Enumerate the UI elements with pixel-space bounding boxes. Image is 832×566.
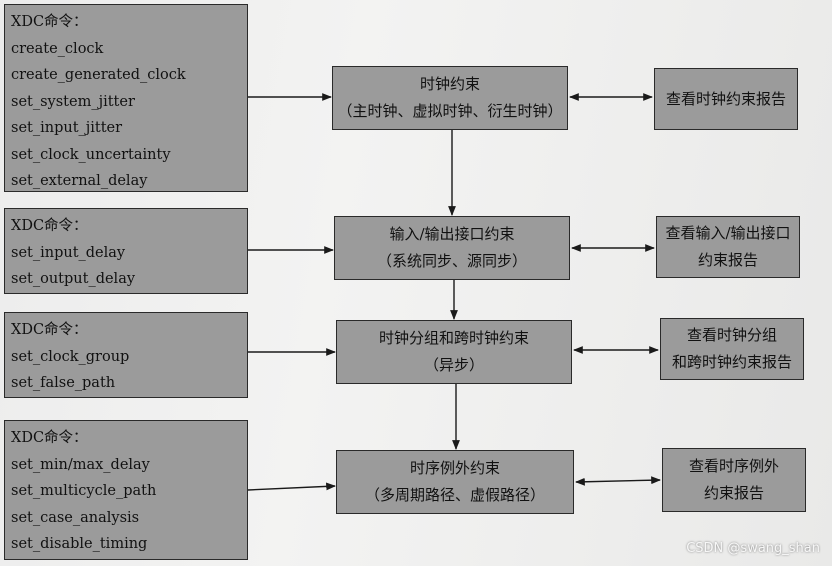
xdc-command: set_clock_uncertainty: [11, 146, 171, 163]
report-label: 查看输入/输出接口: [665, 224, 791, 242]
xdc-command: set_input_jitter: [11, 120, 123, 136]
report-box-exceptions: 查看时序例外 约束报告: [662, 448, 806, 512]
xdc-command: set_false_path: [11, 375, 116, 391]
xdc-title: XDC命令：: [11, 322, 88, 338]
xdc-title: XDC命令：: [11, 430, 88, 446]
xdc-command: set_clock_group: [11, 348, 130, 365]
xdc-command: set_external_delay: [11, 173, 148, 189]
constraint-box-exceptions: 时序例外约束 （多周期路径、虚假路径）: [336, 450, 574, 514]
xdc-box-clock: XDC命令： create_clock create_generated_clo…: [4, 4, 248, 192]
constraint-title: 时钟分组和跨时钟约束: [378, 329, 529, 347]
constraint-title: 输入/输出接口约束: [389, 225, 515, 243]
report-label: 查看时钟分组: [686, 326, 777, 344]
arrow-exceptions-report: [575, 476, 661, 486]
report-label: 约束报告: [703, 484, 764, 502]
xdc-box-clock-group: XDC命令： set_clock_group set_false_path: [4, 312, 248, 398]
report-label: 和跨时钟约束报告: [671, 353, 792, 371]
constraint-box-clock: 时钟约束 （主时钟、虚拟时钟、衍生时钟）: [332, 66, 568, 130]
arrow-xdc-to-exceptions: [247, 482, 336, 491]
xdc-command: set_disable_timing: [11, 536, 148, 552]
xdc-command: create_generated_clock: [11, 67, 186, 83]
constraint-box-io: 输入/输出接口约束 （系统同步、源同步）: [334, 216, 570, 280]
report-box-io: 查看输入/输出接口 约束报告: [656, 216, 800, 278]
constraint-subtitle: （异步）: [423, 356, 484, 374]
constraint-subtitle: （多周期路径、虚假路径）: [364, 486, 545, 504]
xdc-title: XDC命令：: [11, 14, 88, 30]
xdc-command: set_min/max_delay: [11, 456, 150, 473]
report-label: 约束报告: [697, 251, 758, 269]
xdc-command: set_multicycle_path: [11, 483, 157, 499]
xdc-box-io: XDC命令： set_input_delay set_output_delay: [4, 208, 248, 294]
constraint-title: 时序例外约束: [409, 459, 500, 477]
report-label: 查看时钟约束报告: [665, 89, 786, 108]
xdc-command: create_clock: [11, 40, 104, 57]
constraint-subtitle: （主时钟、虚拟时钟、衍生时钟）: [337, 102, 563, 120]
report-label: 查看时序例外: [688, 457, 779, 475]
constraint-box-clock-group: 时钟分组和跨时钟约束 （异步）: [336, 320, 572, 384]
xdc-box-exceptions: XDC命令： set_min/max_delay set_multicycle_…: [4, 420, 248, 560]
constraint-subtitle: （系统同步、源同步）: [376, 252, 527, 270]
xdc-command: set_input_delay: [11, 244, 126, 261]
watermark: CSDN @swang_shan: [686, 541, 820, 556]
report-box-clock: 查看时钟约束报告: [654, 68, 798, 130]
xdc-command: set_system_jitter: [11, 93, 135, 110]
xdc-command: set_output_delay: [11, 271, 136, 287]
xdc-title: XDC命令：: [11, 218, 88, 234]
report-box-clock-group: 查看时钟分组 和跨时钟约束报告: [660, 318, 804, 380]
constraint-title: 时钟约束: [419, 75, 480, 93]
xdc-command: set_case_analysis: [11, 509, 140, 526]
